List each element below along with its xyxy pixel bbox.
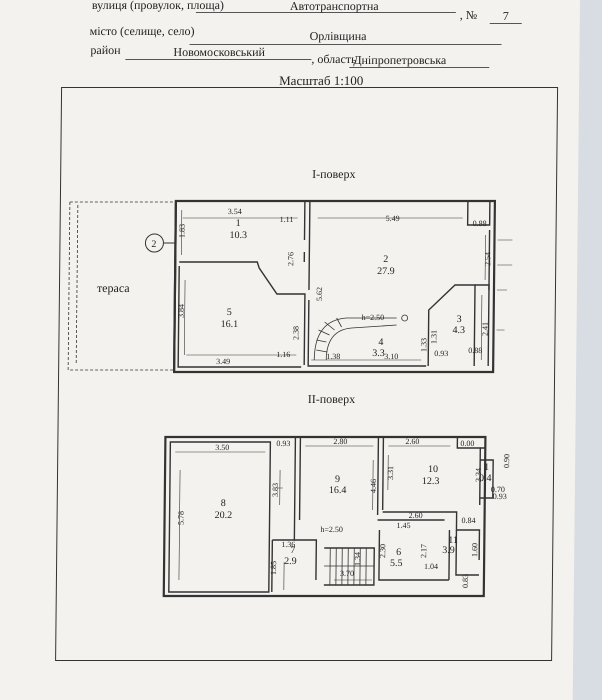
room6-area: 5.5 [390, 558, 403, 569]
dim: 0.00 [460, 439, 474, 448]
dim: 3.70 [340, 569, 354, 578]
floor1-walls [172, 199, 497, 374]
room9-number: 9 [335, 474, 340, 485]
room9-area: 16.4 [329, 485, 347, 496]
dim: 5.62 [315, 287, 324, 301]
dim: 0.88 [468, 346, 482, 355]
dim: 1.34 [353, 552, 362, 566]
dim: 1.60 [470, 543, 479, 557]
room5-area: 16.1 [221, 319, 239, 330]
dim: 1.85 [269, 561, 278, 575]
room3-number: 3 [457, 314, 462, 325]
room3-area: 4.3 [452, 325, 465, 336]
room1-small-number: 1 [484, 462, 489, 473]
dim: 1.33 [419, 338, 428, 352]
room7-number: 7 [290, 545, 295, 556]
dim: 0.93 [434, 349, 448, 358]
room2-area: 27.9 [377, 266, 395, 277]
axis-marker-label: 2 [151, 239, 156, 250]
room6-number: 6 [396, 547, 401, 558]
dim: 1.36 [281, 540, 295, 549]
room5-number: 5 [227, 307, 232, 318]
dim: 1.16 [276, 350, 290, 359]
dim: 1.38 [326, 352, 340, 361]
dim: 3.84 [177, 304, 186, 318]
terrace-outline [67, 201, 176, 371]
dim: 3.31 [386, 466, 395, 480]
dim: 1.83 [178, 224, 187, 238]
room7-area: 2.9 [284, 556, 297, 567]
dim: 2.30 [378, 544, 387, 558]
room8-area: 20.2 [215, 510, 233, 521]
room1-area: 10.3 [229, 230, 247, 241]
dim: 1.11 [280, 215, 294, 224]
dim: 3.49 [216, 357, 230, 366]
room2-number: 2 [383, 254, 388, 265]
dim: 1.31 [429, 330, 438, 344]
room1-small-area: 0.4 [479, 473, 492, 484]
terrace-label: тераса [97, 281, 131, 295]
dim: 3.83 [271, 483, 280, 497]
room8-number: 8 [221, 498, 226, 509]
dim: 2.60 [409, 511, 423, 520]
floor1-title: І-поверх [312, 167, 355, 181]
room10-area: 12.3 [422, 476, 440, 487]
room10-number: 10 [428, 464, 438, 475]
dim: 0.84 [462, 516, 476, 525]
dim: 5.49 [386, 214, 400, 223]
dim: 3.34 [474, 468, 483, 482]
floor1-staircase [313, 314, 409, 361]
room4-number: 4 [378, 337, 383, 348]
dim: 3.50 [215, 443, 229, 452]
floor2-height: h=2.50 [320, 525, 343, 534]
dim: 2.38 [291, 326, 300, 340]
floor2-staircase [324, 548, 375, 585]
room11-area: 3.9 [442, 545, 455, 556]
dim: 2.54 [483, 252, 492, 266]
dim: 1.04 [424, 562, 438, 571]
dim: 0.93 [493, 492, 507, 501]
dim: 5.78 [177, 511, 186, 525]
floor-plan-drawing: І-поверх тераса 2 1 10.3 2 27.9 3 4.3 4 … [67, 167, 513, 598]
dim: 0.70 [491, 485, 505, 494]
dim: 1.45 [396, 521, 410, 530]
dim: 0.90 [502, 454, 511, 468]
dim: 3.54 [228, 207, 242, 216]
dim: 3.10 [384, 352, 398, 361]
document-page: вулиця (провулок, площа) Автотранспортна… [0, 0, 580, 700]
floor2-walls [162, 435, 487, 598]
dim: 2.60 [405, 437, 419, 446]
room1-number: 1 [236, 218, 241, 229]
dim: 0.88 [473, 219, 487, 228]
room11-number: 11 [448, 535, 458, 546]
dim: 2.76 [286, 252, 295, 266]
dim: 2.80 [333, 437, 347, 446]
dim: 0.83 [461, 574, 470, 588]
room4-area: 3.3 [372, 348, 385, 359]
dim: 2.17 [419, 544, 428, 558]
dim: 4.46 [369, 479, 378, 493]
floor1-height: h=2.50 [362, 313, 385, 322]
dim: 2.41 [480, 322, 489, 336]
floor2-title: ІІ-поверх [308, 392, 355, 406]
dim: 0.93 [276, 439, 290, 448]
